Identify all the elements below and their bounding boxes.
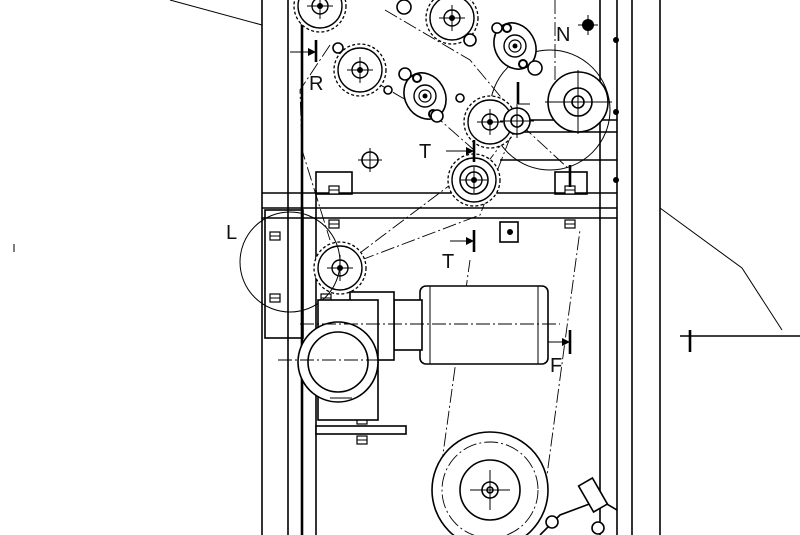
label-f: F	[550, 355, 562, 377]
tensioner-circle-n	[489, 49, 612, 171]
background-lines	[13, 0, 783, 331]
label-t-upper: T	[419, 141, 431, 163]
small-fasteners	[332, 0, 619, 243]
labels: R N T T L F	[226, 24, 570, 377]
label-t-lower: T	[442, 251, 454, 273]
target-markers	[358, 15, 598, 172]
detail-circle-l	[239, 209, 341, 339]
label-n: N	[556, 24, 570, 46]
lower-right-bracket	[539, 476, 618, 535]
section-markers	[290, 40, 800, 354]
gear-motor	[278, 285, 560, 435]
lower-pulley	[431, 431, 549, 535]
label-l: L	[226, 222, 237, 244]
sprocket-t	[447, 153, 501, 207]
idler-small	[500, 104, 534, 138]
label-r: R	[309, 73, 323, 95]
